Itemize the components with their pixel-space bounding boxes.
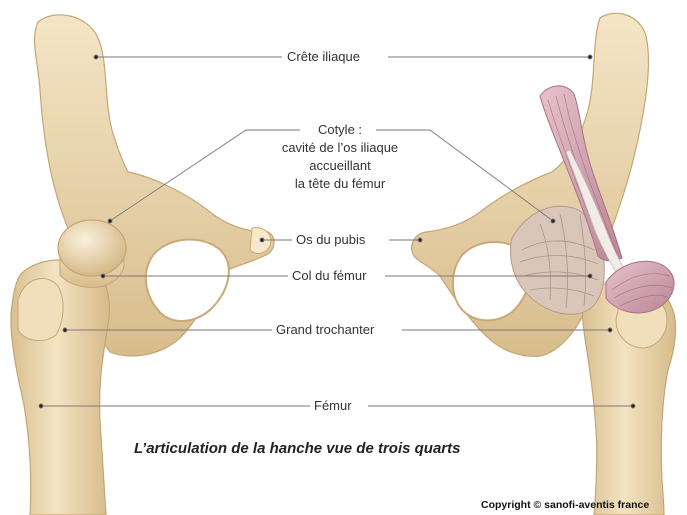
label-crete-iliaque: Crête iliaque [287, 49, 360, 64]
left-femoral-head [58, 220, 126, 276]
right-femur [583, 283, 676, 515]
label-col-du-femur: Col du fémur [292, 268, 366, 283]
label-femur: Fémur [314, 398, 352, 413]
left-greater-trochanter [18, 278, 63, 340]
left-femur [11, 220, 126, 515]
label-cotyle-line2: cavité de l’os iliaque [282, 140, 398, 155]
label-os-du-pubis: Os du pubis [296, 232, 365, 247]
label-cotyle-line1: Cotyle : [318, 122, 362, 137]
label-grand-trochanter: Grand trochanter [276, 322, 374, 337]
left-obturator-foramen [146, 239, 229, 321]
label-cotyle-line4: la tête du fémur [295, 176, 385, 191]
label-cotyle: Cotyle : cavité de l’os iliaque accueill… [250, 121, 430, 193]
label-cotyle-line3: accueillant [309, 158, 370, 173]
copyright-notice: Copyright © sanofi-aventis france [481, 499, 649, 511]
figure-caption: L’articulation de la hanche vue de trois… [134, 440, 460, 457]
